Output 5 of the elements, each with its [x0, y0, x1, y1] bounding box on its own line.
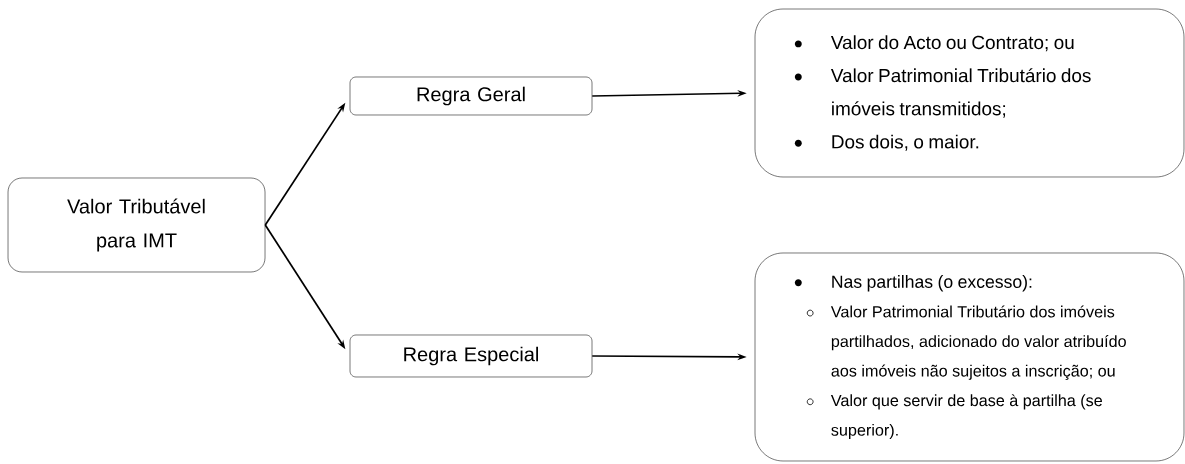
bullet-list-box: Nas partilhas (o excesso): Valor Patrimonial Tributário dos imóveis partilhados, adicionado do valor atribuído aos imóveis não sujeitos a inscrição; ou Valor que servir de base à partilha (se superior). — [754, 252, 1185, 462]
process-box: Regra Especial — [349, 334, 593, 378]
process-box: Valor Tributável para IMT — [7, 177, 266, 273]
bullet-list-box: Valor do Acto ou Contrato; ou Valor Patrimonial Tributário dos imóveis transmitidos; Dos dois, o maior. — [754, 8, 1185, 178]
process-box: Regra Geral — [349, 76, 593, 116]
